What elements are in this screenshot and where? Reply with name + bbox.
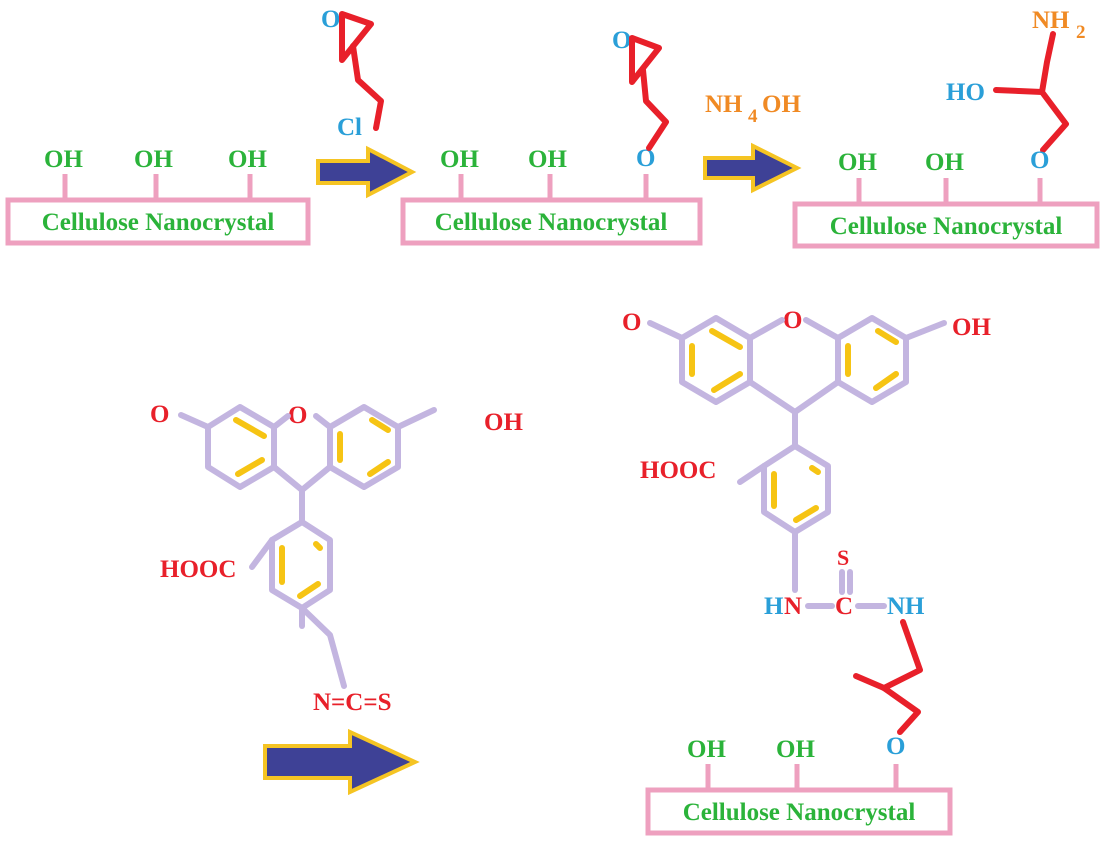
double-bond <box>233 417 267 439</box>
reagent-oh-label: OH <box>762 91 801 118</box>
double-bond <box>793 505 819 523</box>
epichlorohydrin-chain <box>350 43 384 131</box>
ring-oxygen-label: O <box>288 402 307 429</box>
double-bond <box>313 541 323 551</box>
double-bond <box>367 459 391 477</box>
cnc-box <box>645 787 953 836</box>
hydroxyl-label: OH <box>687 736 726 763</box>
reaction-arrow <box>263 728 420 796</box>
xanthene-ring-right <box>835 315 909 405</box>
fitc-cnc-conjugate: O O OH HOOC S H N C NH OH OH O <box>622 307 991 836</box>
epoxide-oxygen-label: O <box>612 27 631 54</box>
phenol-oh-label: OH <box>484 409 523 436</box>
carbonyl-bond <box>178 412 211 430</box>
double-bond <box>873 371 899 391</box>
carboxylic-acid-label: HOOC <box>640 457 716 484</box>
fitc-reagent: O O OH HOOC N=C=S <box>150 401 523 716</box>
hydroxyl-label: OH <box>528 146 567 173</box>
thiourea-h-label: H <box>764 593 784 620</box>
hydroxyl-bond <box>853 673 887 691</box>
double-bond <box>297 581 321 599</box>
reaction-arrow <box>703 142 802 194</box>
double-bond <box>235 457 265 477</box>
epichlorohydrin-reagent: O Cl <box>321 6 384 141</box>
hydroxyl-label: OH <box>44 146 83 173</box>
thio-sulfur-label: S <box>837 545 849 570</box>
double-bond <box>809 465 821 475</box>
carboxyl-bond <box>737 463 767 485</box>
thiourea-nh-label: NH <box>887 593 925 620</box>
hydroxyl-label: OH <box>925 149 964 176</box>
ring-oxygen-label: O <box>783 307 802 334</box>
carboxylic-acid-label: HOOC <box>160 556 236 583</box>
thiourea-c-label: C <box>835 593 853 620</box>
hydroxyl-label: OH <box>134 146 173 173</box>
cnc-label: Cellulose Nanocrystal <box>683 799 916 826</box>
hydroxyl-bond <box>993 87 1045 95</box>
ether-oxygen-label: O <box>1030 147 1049 174</box>
double-bond <box>875 328 899 345</box>
xanthene-ring-right <box>327 404 401 490</box>
thiourea-n-label: N <box>784 593 802 620</box>
cnc-epoxide-intermediate: OH OH O O Cellulose Nanocrystal <box>400 27 703 246</box>
hydroxyl-label: OH <box>228 146 267 173</box>
double-bond <box>711 371 743 393</box>
cnc-label: Cellulose Nanocrystal <box>830 213 1063 240</box>
reaction-arrow <box>316 145 417 199</box>
cnc-label: Cellulose Nanocrystal <box>435 209 668 236</box>
hydroxyl-blue-label: HO <box>946 79 985 106</box>
epoxide-oxygen-label: O <box>321 6 340 33</box>
linker-chain <box>640 67 669 151</box>
phenol-bond <box>395 407 437 430</box>
epoxide-ring <box>339 11 374 63</box>
ammonium-hydroxide-reagent: NH 4 OH <box>705 91 801 127</box>
chlorine-label: Cl <box>337 114 362 141</box>
double-bond <box>709 328 743 350</box>
cnc-label: Cellulose Nanocrystal <box>42 209 275 236</box>
amino-alcohol-chain <box>1039 31 1069 153</box>
amine-subscript-label: 2 <box>1076 22 1086 43</box>
cnc-box <box>5 197 311 246</box>
double-bond <box>369 417 391 433</box>
ether-oxygen-label: O <box>886 733 905 760</box>
cnc-amine-intermediate: NH 2 HO OH OH O Cellulose Nanocrystal <box>792 7 1100 249</box>
ether-oxygen-label: O <box>636 145 655 172</box>
ketone-oxygen-label: O <box>150 401 169 428</box>
cnc-box <box>400 197 703 246</box>
hydroxyl-label: OH <box>838 149 877 176</box>
phenol-oh-label: OH <box>952 314 991 341</box>
epoxide-ring <box>629 35 662 85</box>
ketone-oxygen-label: O <box>622 309 641 336</box>
linker-chain <box>881 619 923 735</box>
reagent-subscript-label: 4 <box>748 106 758 127</box>
reagent-nh-label: NH <box>705 91 743 118</box>
phenol-bond <box>903 320 947 341</box>
isothiocyanate-bond <box>299 605 347 689</box>
amine-nh-label: NH <box>1032 7 1070 34</box>
hydroxyl-label: OH <box>776 736 815 763</box>
carboxyl-bond <box>249 537 275 570</box>
cnc-starting-material: OH OH OH Cellulose Nanocrystal <box>5 146 311 246</box>
cnc-box <box>792 201 1100 249</box>
isothiocyanate-label: N=C=S <box>313 689 392 716</box>
hydroxyl-label: OH <box>440 146 479 173</box>
carbonyl-bond <box>647 320 685 341</box>
